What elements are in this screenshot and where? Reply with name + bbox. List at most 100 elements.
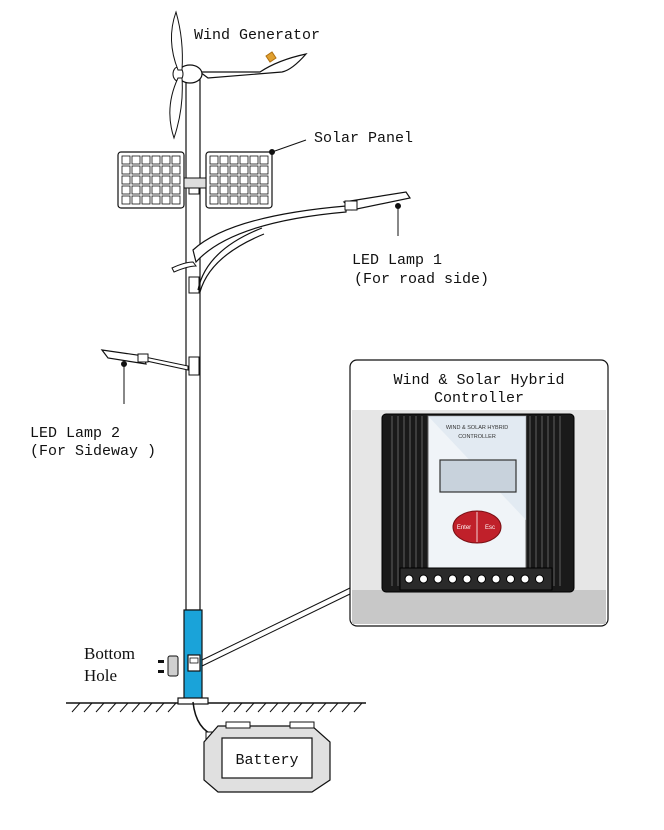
solar-cell [209, 195, 219, 205]
label-led-lamp-2-note: (For Sideway ) [30, 443, 156, 460]
controller-terminal [404, 574, 414, 584]
controller-esc-button[interactable]: Esc [485, 525, 495, 531]
solar-cell [209, 175, 219, 185]
solar-cell [209, 155, 219, 165]
leader-lines [121, 139, 401, 667]
label-led-lamp-1-note: (For road side) [354, 271, 489, 288]
controller-terminal [506, 574, 515, 584]
solar-cell [259, 175, 269, 185]
solar-cell [229, 165, 239, 175]
solar-cell [151, 155, 161, 165]
solar-cell [171, 175, 181, 185]
solar-cell [171, 165, 181, 175]
solar-cell [171, 155, 181, 165]
battery-label-box [221, 737, 313, 779]
solar-cell [131, 165, 141, 175]
solar-cell [229, 155, 239, 165]
solar-cell [239, 175, 249, 185]
solar-cell [161, 185, 171, 195]
solar-cell [121, 175, 131, 185]
solar-cell [141, 165, 151, 175]
solar-cell [141, 185, 151, 195]
solar-cell [209, 185, 219, 195]
label-solar-panel: Solar Panel [314, 130, 413, 147]
solar-cell [239, 165, 249, 175]
controller-terminal [477, 574, 486, 584]
solar-cell [219, 175, 229, 185]
solar-cell [239, 155, 249, 165]
solar-cell [131, 155, 141, 165]
solar-cell [141, 195, 151, 205]
ground [66, 702, 366, 713]
controller-terminal [491, 574, 501, 584]
led-lamp-1 [171, 191, 411, 293]
pole [177, 79, 209, 705]
controller-display [439, 459, 517, 493]
wind-generator [169, 10, 308, 140]
solar-cell [259, 185, 269, 195]
solar-cell [151, 185, 161, 195]
solar-cell [229, 195, 239, 205]
solar-cell [141, 175, 151, 185]
controller-callout [349, 359, 609, 627]
solar-cell [161, 165, 171, 175]
controller-terminal [433, 574, 443, 584]
solar-cell [259, 165, 269, 175]
label-controller-title: Wind & Solar Hybrid [393, 372, 564, 389]
solar-cell [219, 185, 229, 195]
solar-cell [249, 175, 259, 185]
solar-cell [239, 195, 249, 205]
solar-cell [171, 195, 181, 205]
solar-cell [249, 155, 259, 165]
label-hole: Hole [84, 666, 117, 685]
controller-terminal [520, 574, 530, 584]
controller-face-line1: WIND & SOLAR HYBRID [446, 425, 508, 431]
bottom-hole-cover [158, 655, 179, 677]
controller-face-line2: CONTROLLER [458, 434, 496, 440]
solar-cell [229, 185, 239, 195]
solar-cell [131, 185, 141, 195]
controller-terminal [448, 574, 457, 584]
label-battery: Battery [235, 752, 298, 769]
solar-cell [249, 185, 259, 195]
solar-cell [209, 165, 219, 175]
solar-cell [131, 195, 141, 205]
solar-cell [151, 195, 161, 205]
solar-cell [259, 155, 269, 165]
label-led-lamp-1: LED Lamp 1 [352, 252, 442, 269]
label-bottom: Bottom [84, 644, 135, 663]
solar-cell [161, 195, 171, 205]
battery-assembly [192, 701, 331, 793]
solar-cell [131, 175, 141, 185]
solar-cell [249, 195, 259, 205]
label-controller-title-2: Controller [434, 390, 524, 407]
label-led-lamp-2: LED Lamp 2 [30, 425, 120, 442]
controller-enter-button[interactable]: Enter [457, 525, 471, 531]
solar-cell [219, 165, 229, 175]
controller-terminal [462, 574, 472, 584]
controller-terminal [535, 574, 544, 584]
solar-cell [141, 155, 151, 165]
led-lamp-2 [100, 349, 189, 371]
solar-cell [219, 195, 229, 205]
solar-panels [117, 151, 273, 209]
solar-cell [249, 165, 259, 175]
solar-cell [259, 195, 269, 205]
solar-cell [171, 185, 181, 195]
solar-cell [161, 175, 171, 185]
led-lamp-2-head [100, 349, 147, 365]
solar-cell [161, 155, 171, 165]
solar-cell [151, 175, 161, 185]
solar-cell [239, 185, 249, 195]
label-wind-generator: Wind Generator [194, 27, 320, 44]
solar-cell [219, 155, 229, 165]
solar-cell [121, 165, 131, 175]
solar-cell [121, 155, 131, 165]
solar-cell [151, 165, 161, 175]
controller-terminal [419, 574, 428, 584]
solar-cell [229, 175, 239, 185]
solar-cell [121, 195, 131, 205]
solar-cell [121, 185, 131, 195]
